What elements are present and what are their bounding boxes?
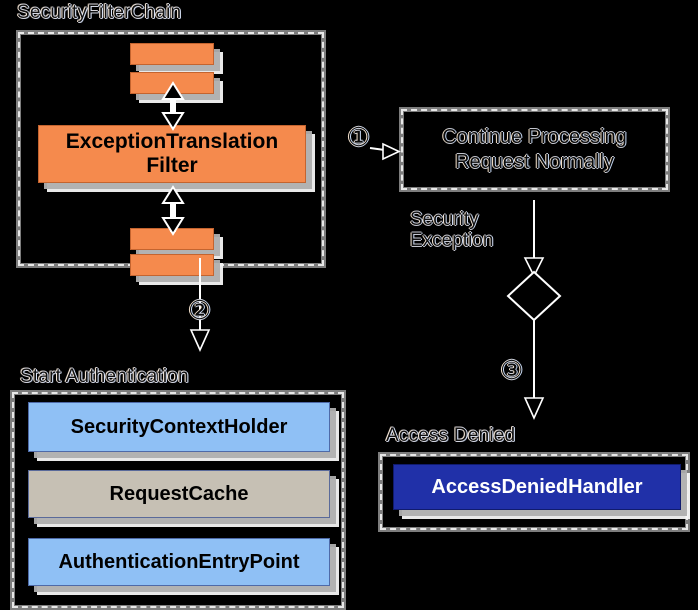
access-denied-container bbox=[378, 452, 690, 532]
request-cache-node: RequestCache bbox=[28, 470, 330, 518]
filter-above-2 bbox=[130, 72, 214, 94]
start-authentication-container bbox=[10, 390, 346, 610]
access-denied-handler-node: AccessDeniedHandler bbox=[393, 464, 681, 510]
start-authentication-label: Start Authentication bbox=[20, 366, 189, 387]
exception-translation-filter: ExceptionTranslation Filter bbox=[38, 125, 306, 183]
decision-diamond bbox=[506, 270, 562, 322]
arrow-security-exception-to-decision bbox=[506, 200, 562, 322]
security-exception-label: Security Exception bbox=[410, 209, 494, 252]
continue-processing-label: Continue Processing Request Normally bbox=[442, 126, 627, 173]
filter-below-1 bbox=[130, 228, 214, 250]
filter-below-2 bbox=[130, 254, 214, 276]
security-filter-chain-label: SecurityFilterChain bbox=[17, 2, 182, 23]
step-marker-2: ② bbox=[188, 295, 212, 325]
filter-above-1 bbox=[130, 43, 214, 65]
arrow-step1-continue bbox=[369, 142, 401, 161]
continue-processing-container bbox=[399, 107, 670, 192]
access-denied-label: Access Denied bbox=[386, 425, 516, 446]
step-marker-3: ③ bbox=[500, 355, 524, 385]
authentication-entry-point-node: AuthenticationEntryPoint bbox=[28, 538, 330, 586]
arrow-step3-access-denied bbox=[523, 320, 545, 420]
security-context-holder-node: SecurityContextHolder bbox=[28, 402, 330, 452]
step-marker-1: ① bbox=[347, 122, 371, 152]
